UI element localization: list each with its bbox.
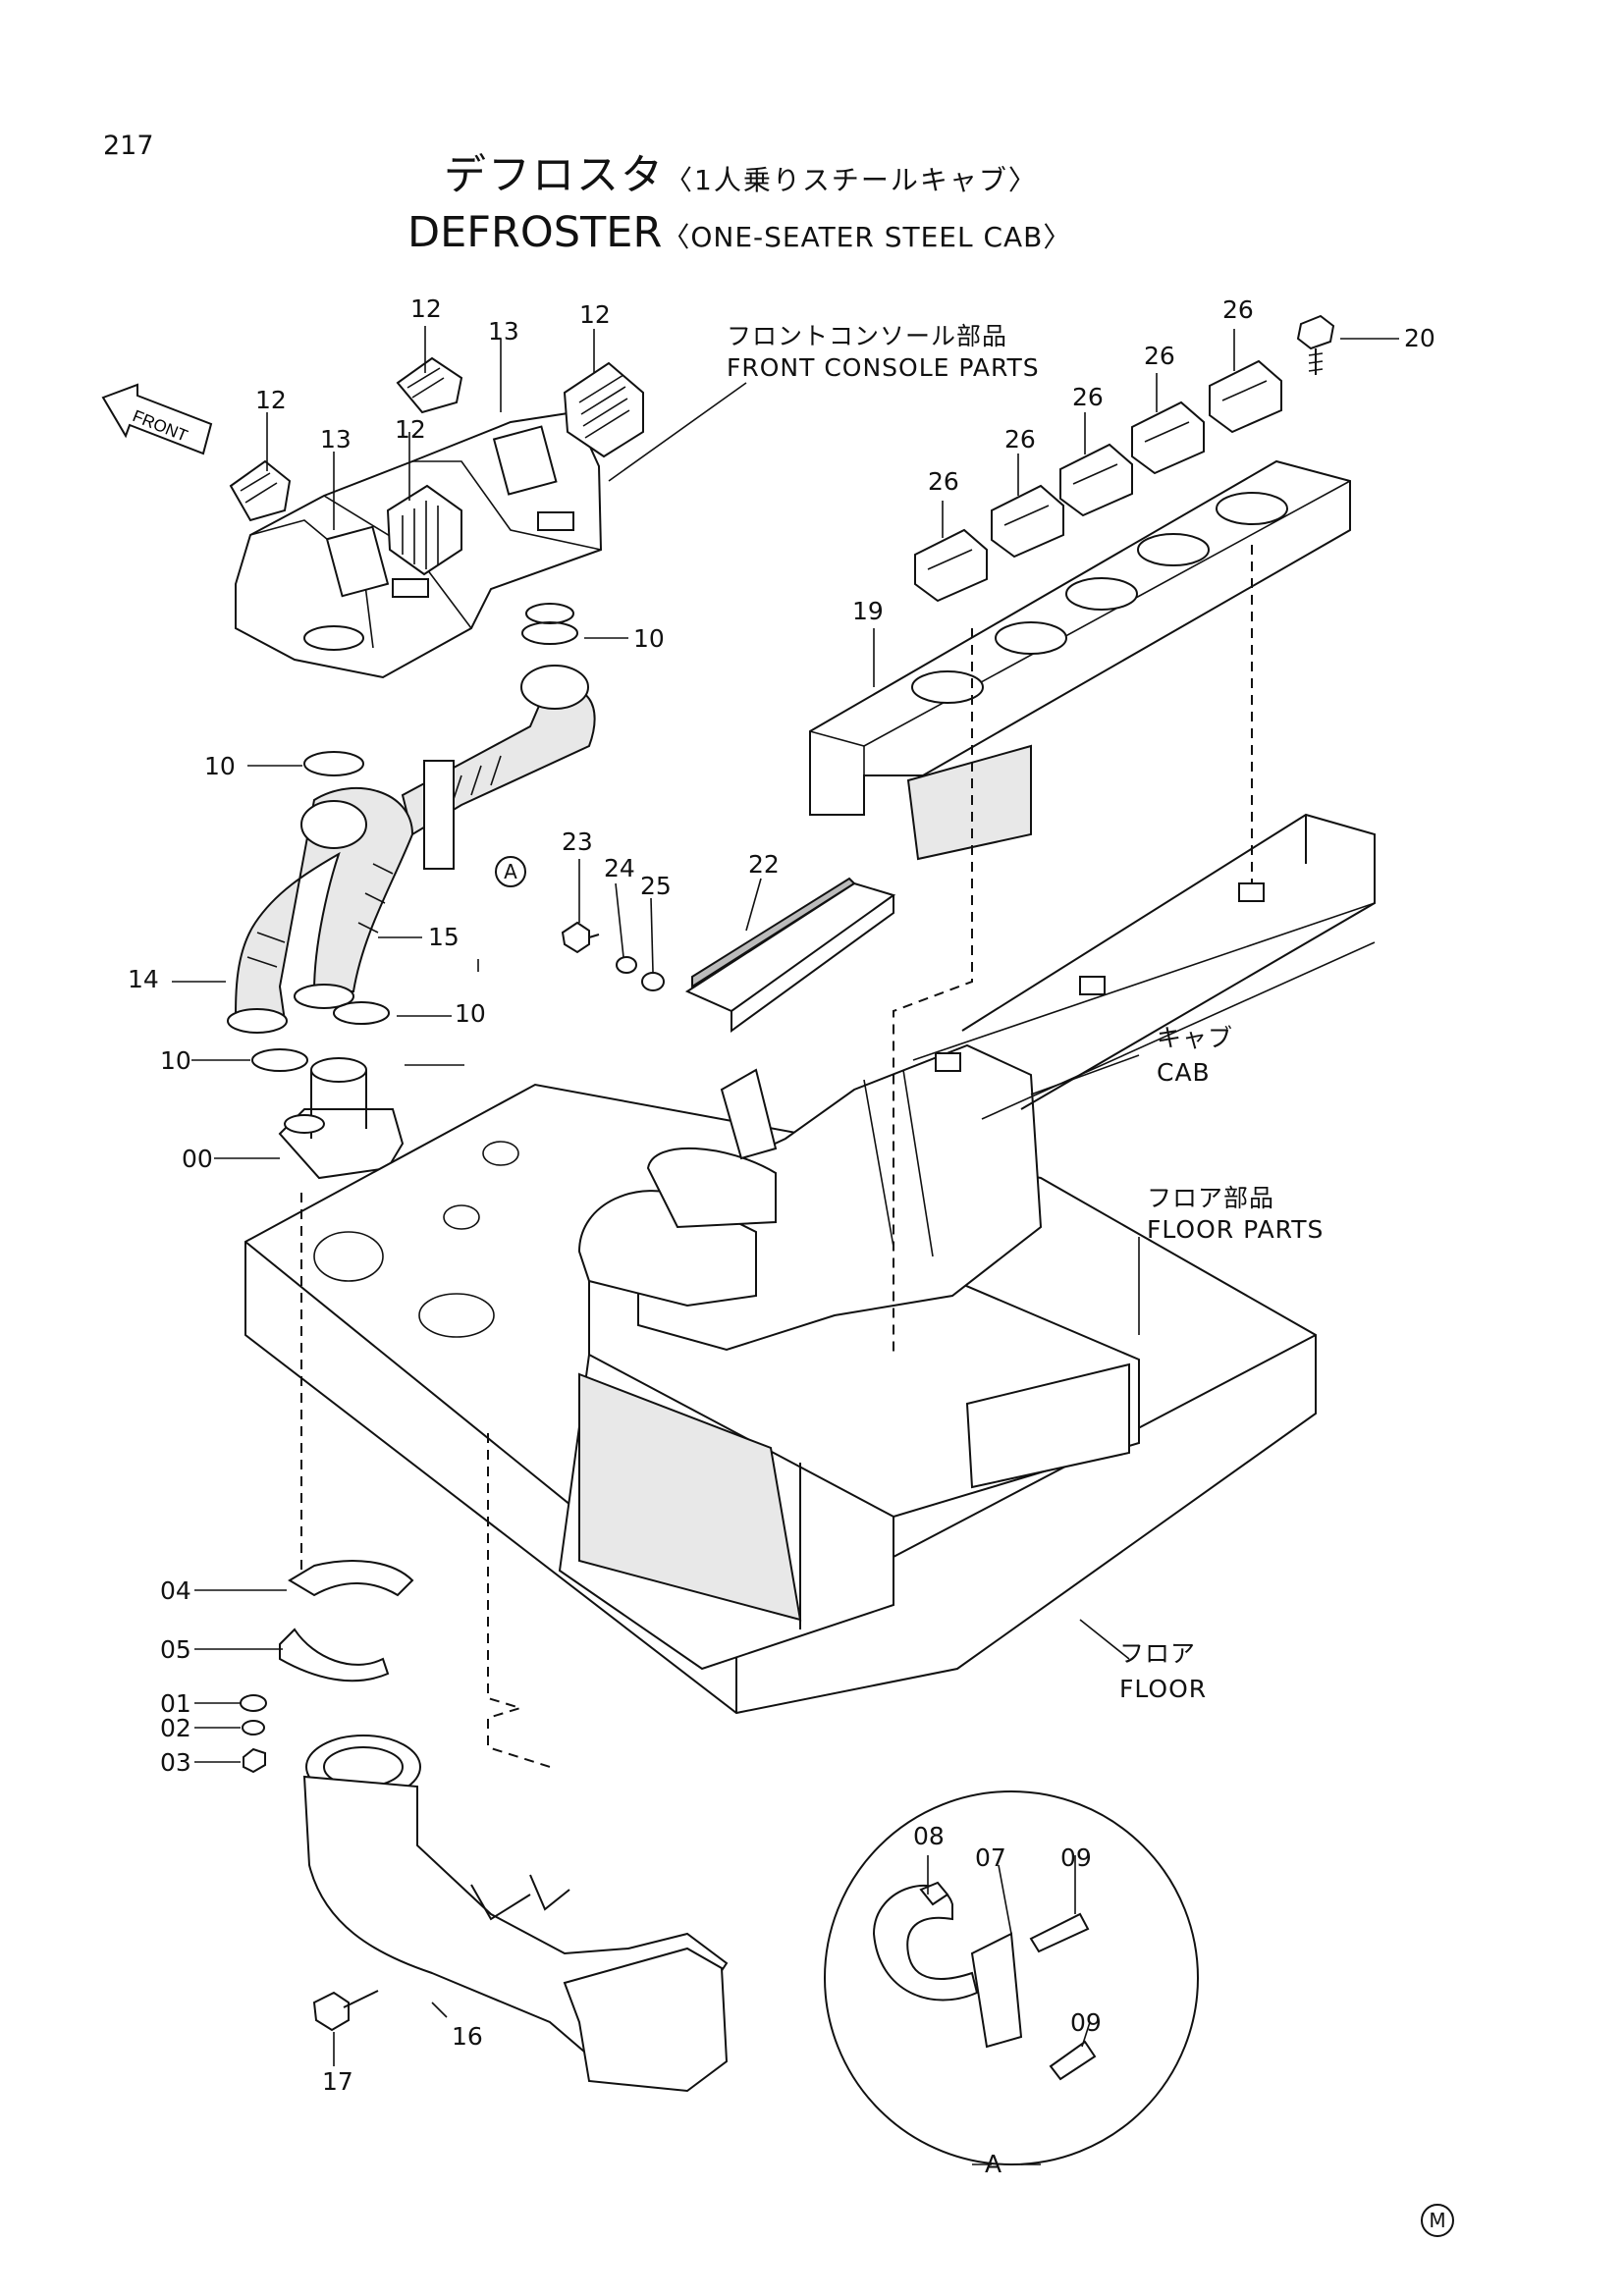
floor-parts-label-en: FLOOR PARTS — [1147, 1215, 1325, 1244]
callout-10: 10 — [633, 624, 665, 653]
reference-a-callout: A — [495, 856, 526, 887]
callout-26: 26 — [928, 467, 959, 496]
front-direction-arrow: FRONT — [101, 383, 213, 455]
page-title-japanese: デフロスタ〈1人乗りスチールキャブ〉 — [444, 155, 1038, 197]
front-console-label-jp: フロントコンソール部品 — [727, 322, 1008, 350]
callout-04: 04 — [160, 1576, 191, 1605]
front-console-label-en: FRONT CONSOLE PARTS — [727, 353, 1040, 382]
cab-label-en: CAB — [1157, 1058, 1211, 1087]
callout-22: 22 — [748, 850, 780, 879]
brackets-04-05 — [279, 1560, 414, 1682]
callout-25: 25 — [640, 872, 672, 900]
callout-13: 13 — [320, 425, 352, 454]
callout-26: 26 — [1072, 383, 1104, 411]
cab-label-jp: キャブ — [1157, 1024, 1234, 1052]
title-en-text: DEFROSTER — [407, 208, 663, 257]
grilles-26 — [914, 359, 1282, 603]
callout-12: 12 — [410, 294, 442, 323]
callout-26: 26 — [1222, 295, 1254, 324]
washer-25 — [641, 972, 665, 991]
cab-frame — [912, 813, 1376, 1120]
callout-00: 00 — [182, 1145, 213, 1173]
grille-12-right — [563, 361, 644, 458]
grille-12-top-left — [229, 459, 292, 522]
callout-09: 09 — [1060, 1843, 1092, 1872]
page-title-english: DEFROSTER〈ONE-SEATER STEEL CAB〉 — [407, 212, 1071, 254]
callout-15: 15 — [428, 923, 460, 951]
floor-parts-label-jp: フロア部品 — [1147, 1184, 1275, 1212]
bolt-17 — [312, 1990, 379, 2032]
callout-23: 23 — [562, 828, 593, 856]
callout-10: 10 — [204, 752, 236, 780]
seal-strip-22 — [684, 877, 896, 1033]
washer-24 — [616, 956, 637, 974]
callout-12: 12 — [255, 386, 287, 414]
callout-24: 24 — [604, 854, 635, 882]
floor-label-en: FLOOR — [1119, 1675, 1208, 1703]
detail-a-label: A — [985, 2150, 1003, 2178]
detail-a-view — [824, 1790, 1199, 2165]
page-number: 217 — [103, 131, 154, 161]
callout-10: 10 — [160, 1046, 191, 1075]
callout-17: 17 — [322, 2067, 353, 2096]
callout-26: 26 — [1004, 425, 1036, 454]
connector-00 — [278, 1057, 405, 1180]
callout-02: 02 — [160, 1714, 191, 1742]
callout-20: 20 — [1404, 324, 1435, 352]
grille-12-top — [396, 356, 463, 414]
bolt-20 — [1296, 314, 1335, 375]
callout-16: 16 — [452, 2022, 483, 2051]
callout-05: 05 — [160, 1635, 191, 1664]
subtitle-jp-text: 〈1人乗りスチールキャブ〉 — [665, 164, 1038, 196]
subtitle-en-text: 〈ONE-SEATER STEEL CAB〉 — [662, 221, 1072, 253]
clamps-10 — [251, 621, 578, 1072]
washers-nut-01-03 — [240, 1694, 267, 1774]
callout-08: 08 — [913, 1822, 945, 1850]
floor-label-jp: フロア — [1119, 1639, 1197, 1668]
bolt-23 — [561, 921, 600, 954]
callout-10: 10 — [455, 999, 486, 1028]
callout-26: 26 — [1144, 342, 1175, 370]
callout-07: 07 — [975, 1843, 1006, 1872]
callout-12: 12 — [579, 300, 611, 329]
callout-03: 03 — [160, 1748, 191, 1777]
operator-seat — [577, 1043, 1043, 1352]
callout-01: 01 — [160, 1689, 191, 1718]
grille-12-center — [386, 484, 462, 576]
callout-09: 09 — [1070, 2008, 1102, 2037]
callout-19: 19 — [852, 597, 884, 625]
title-jp-text: デフロスタ — [444, 151, 665, 200]
leader-lines — [172, 326, 1399, 2165]
lower-duct-16 — [302, 1735, 729, 2093]
callout-13: 13 — [488, 317, 519, 346]
dashed-routing-lines — [300, 545, 1253, 1768]
hose-assembly — [227, 665, 596, 1034]
callout-14: 14 — [128, 965, 159, 993]
callout-12: 12 — [395, 415, 426, 444]
m-mark: M — [1421, 2204, 1454, 2237]
vent-duct-19 — [809, 459, 1351, 861]
